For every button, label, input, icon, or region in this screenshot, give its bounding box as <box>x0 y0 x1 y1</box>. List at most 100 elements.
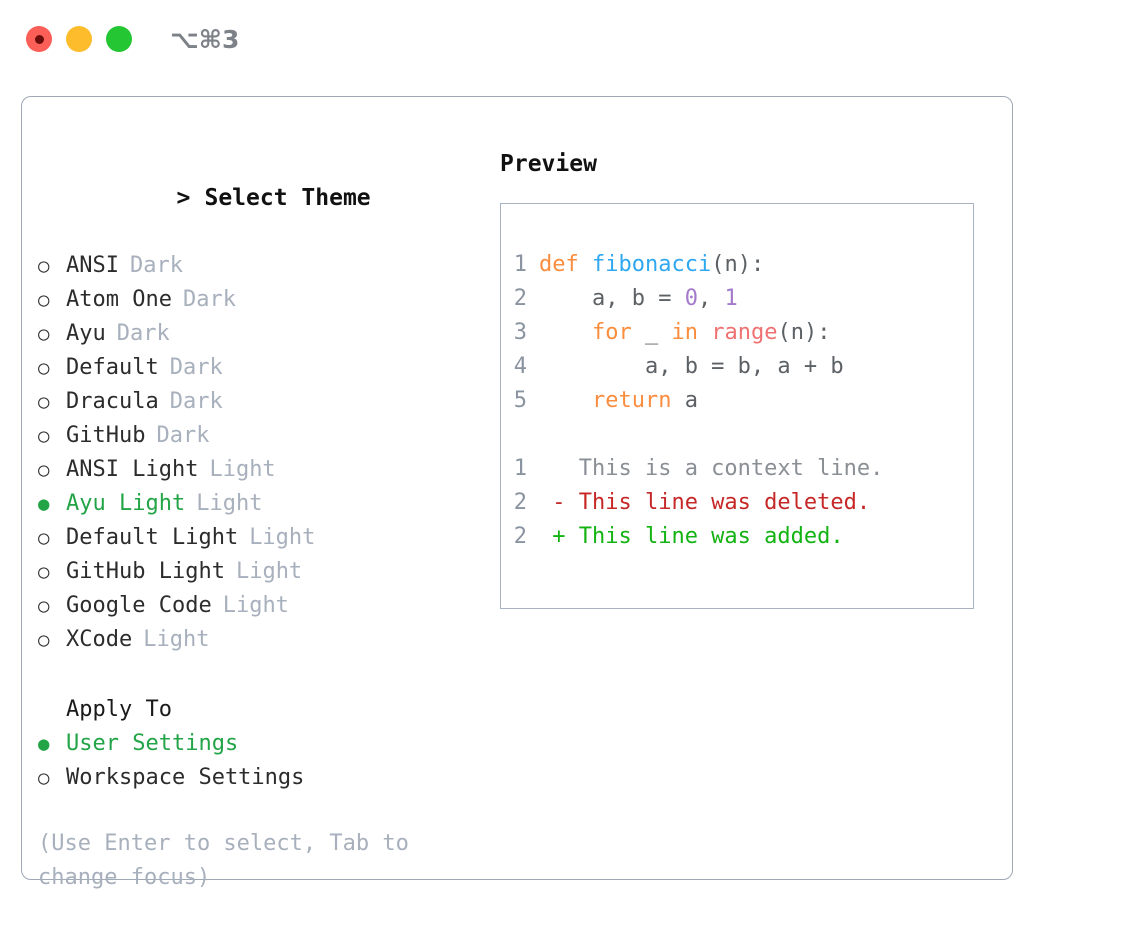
apply-to-option-workspace-settings[interactable]: ○Workspace Settings <box>38 761 478 795</box>
theme-variant-tag: Light <box>222 593 289 618</box>
code-line: 4 a, b = b, a + b <box>501 350 973 384</box>
theme-variant-tag: Light <box>196 491 263 516</box>
code-token-kw: in <box>671 320 698 345</box>
theme-option-label: Google Code <box>66 593 212 618</box>
theme-option-label: GitHub <box>66 423 146 448</box>
record-dot-icon <box>34 34 44 44</box>
radio-unselected-icon: ○ <box>38 391 50 413</box>
theme-option-label: XCode <box>66 627 133 652</box>
code-line-text: def fibonacci(n): <box>539 248 764 282</box>
theme-option-label: Ayu <box>66 321 106 346</box>
theme-option-dracula[interactable]: ○ Dracula Dark <box>38 385 478 419</box>
radio-unselected-icon: ○ <box>38 459 50 481</box>
diff-line-del: 2 - This line was deleted. <box>501 486 973 520</box>
theme-option-default-light[interactable]: ○ Default Light Light <box>38 521 478 555</box>
code-token-txt: a, b = <box>539 286 685 311</box>
radio-unselected-icon: ○ <box>38 255 50 277</box>
theme-variant-tag: Dark <box>169 389 223 414</box>
code-line-text: a, b = 0, 1 <box>539 282 738 316</box>
code-line-number: 3 <box>513 320 527 345</box>
apply-to-option-label: User Settings <box>66 731 239 756</box>
code-token-bi: range <box>711 320 778 345</box>
code-token-txt: a <box>671 388 698 413</box>
traffic-light-buttons <box>26 26 132 52</box>
radio-unselected-icon: ○ <box>38 629 50 651</box>
theme-option-label: Dracula <box>66 389 159 414</box>
code-token-txt: (n): <box>777 320 831 345</box>
theme-option-label: Ayu Light <box>66 491 186 516</box>
theme-option-label: Default Light <box>66 525 239 550</box>
apply-to-group: Apply To ● User Settings ○Workspace Settin… <box>38 693 478 795</box>
theme-option-github[interactable]: ○ GitHub Dark <box>38 419 478 453</box>
diff-line-number: 1 <box>513 456 527 481</box>
radio-unselected-icon: ○ <box>38 595 50 617</box>
diff-line-number: 2 <box>513 490 527 515</box>
theme-option-google-code[interactable]: ○ Google Code Light <box>38 589 478 623</box>
diff-line-ctx: 1 This is a context line. <box>501 452 973 486</box>
code-line: 3 for _ in range(n): <box>501 316 973 350</box>
diff-line-add: 2 + This line was added. <box>501 520 973 554</box>
theme-variant-tag: Light <box>249 525 316 550</box>
focus-marker: > <box>176 185 191 211</box>
diff-line-number: 2 <box>513 524 527 549</box>
theme-picker-title: Select Theme <box>204 185 371 211</box>
theme-variant-tag: Dark <box>182 287 236 312</box>
theme-variant-tag: Light <box>143 627 210 652</box>
theme-option-label: Atom One <box>66 287 172 312</box>
apply-to-option-user-settings[interactable]: ● User Settings <box>38 727 478 761</box>
theme-option-ansi-light[interactable]: ○ ANSI Light Light <box>38 453 478 487</box>
theme-variant-tag: Dark <box>116 321 170 346</box>
theme-option-ayu[interactable]: ○ Ayu Dark <box>38 317 478 351</box>
code-line-text: return a <box>539 384 698 418</box>
window-titlebar: ⌥⌘3 <box>0 0 1140 78</box>
diff-sample: 1 This is a context line.2 - This line w… <box>501 452 973 554</box>
preview-title: Preview <box>500 151 597 177</box>
code-spacer <box>501 418 973 452</box>
theme-option-ayu-light[interactable]: ● Ayu Light Light <box>38 487 478 521</box>
theme-variant-tag: Dark <box>169 355 223 380</box>
theme-option-atom-one[interactable]: ○ Atom One Dark <box>38 283 478 317</box>
radio-selected-icon: ● <box>38 493 50 515</box>
window-title: ⌥⌘3 <box>170 24 240 54</box>
code-token-num: 1 <box>724 286 738 311</box>
code-token-fn: fibonacci <box>591 252 712 277</box>
apply-to-header: Apply To <box>66 697 172 722</box>
apply-to-option-list: ● User Settings ○Workspace Settings <box>38 727 478 795</box>
radio-unselected-icon: ○ <box>38 425 50 447</box>
minimize-button[interactable] <box>66 26 92 52</box>
code-token-txt: , <box>697 286 725 311</box>
code-token-kw: def <box>539 252 592 277</box>
code-token-txt: _ <box>631 320 672 345</box>
radio-selected-icon: ● <box>38 733 50 755</box>
diff-line-text: - This line was deleted. <box>539 490 871 515</box>
theme-option-xcode[interactable]: ○ XCode Light <box>38 623 478 657</box>
code-token-txt <box>539 320 592 345</box>
code-token-num: 0 <box>684 286 698 311</box>
theme-variant-tag: Light <box>209 457 276 482</box>
theme-variant-tag: Dark <box>156 423 210 448</box>
radio-unselected-icon: ○ <box>38 323 50 345</box>
code-line-number: 5 <box>513 388 527 413</box>
apply-to-option-label: Workspace Settings <box>66 765 305 790</box>
diff-line-text: + This line was added. <box>539 524 844 549</box>
code-line-number: 2 <box>513 286 527 311</box>
theme-option-label: ANSI Light <box>66 457 199 482</box>
zoom-button[interactable] <box>106 26 132 52</box>
code-line-text: a, b = b, a + b <box>539 350 844 384</box>
radio-unselected-icon: ○ <box>38 357 50 379</box>
close-button[interactable] <box>26 26 52 52</box>
code-token-txt: (n): <box>711 252 765 277</box>
code-line: 2 a, b = 0, 1 <box>501 282 973 316</box>
radio-unselected-icon: ○ <box>38 289 50 311</box>
radio-unselected-icon: ○ <box>38 527 50 549</box>
theme-option-label: ANSI <box>66 253 119 278</box>
